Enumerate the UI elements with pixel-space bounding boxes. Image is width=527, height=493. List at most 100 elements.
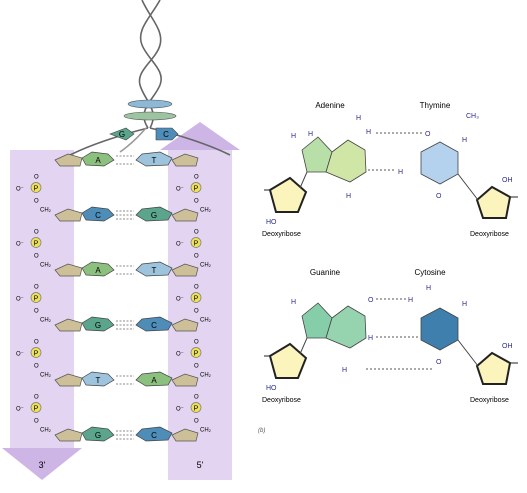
helix-pair-2 (123, 111, 177, 121)
thymine-sugar-label: Deoxyribose (470, 231, 509, 238)
cytosine-ring (420, 307, 459, 351)
thymine-name: Thymine (420, 101, 451, 110)
phosphate-ominus: O⁻ (176, 297, 184, 303)
adenine-pyrimidine-ring (325, 139, 367, 183)
phosphate-circle (30, 402, 42, 413)
ch2-label: CH₂ (40, 318, 52, 324)
cytosine-amine-h: H (408, 297, 413, 304)
phosphate-ominus: O⁻ (176, 187, 184, 193)
helix-base-g (109, 127, 135, 141)
right-base-label: G (151, 211, 157, 220)
left-sugar (54, 428, 83, 442)
left-strand-band (10, 150, 74, 448)
ch2-label: CH₂ (200, 263, 212, 269)
ladder-backbone: PO⁻OOCH₂PO⁻OOCH₂PO⁻OOCH₂PO⁻OOCH₂PO⁻OOCH₂… (16, 175, 212, 434)
right-strand-end-label: 5' (197, 460, 204, 470)
cytosine-amine-h2: H (426, 285, 431, 292)
thymine-sugar (475, 185, 512, 219)
left-base (81, 151, 115, 167)
left-sugar (54, 153, 83, 167)
phosphate-label: P (34, 351, 39, 358)
at-atom-labels: H H H H H O H O H CH₃ HO OH (266, 113, 513, 226)
phosphate-oxygen-top: O (194, 340, 199, 346)
phosphate-oxygen-bottom: O (34, 254, 39, 260)
thymine-ring (420, 141, 459, 185)
phosphate-circle (30, 182, 42, 193)
phosphate-oxygen-bottom: O (194, 309, 199, 315)
right-sugar (171, 208, 199, 222)
left-strand-arrow (2, 448, 82, 480)
helix-pair-1 (127, 99, 173, 109)
ch2-label: CH₂ (200, 373, 212, 379)
helix-flare-left (69, 127, 149, 156)
phosphate-ominus: O⁻ (176, 407, 184, 413)
ch2-label: CH₂ (40, 373, 52, 379)
phosphate-circle (30, 292, 42, 303)
guanine-o6: O (368, 297, 374, 304)
phosphate-circle (190, 292, 202, 303)
cytosine-h6: H (462, 301, 467, 308)
right-base (135, 316, 173, 332)
right-sugar (171, 263, 199, 277)
right-base-label: T (152, 156, 157, 165)
helix-strand-a (138, 0, 162, 129)
phosphate-oxygen-top: O (194, 285, 199, 291)
phosphate-oxygen-bottom: O (34, 364, 39, 370)
right-base-label: A (151, 376, 157, 385)
left-base (81, 206, 115, 222)
phosphate-circle (190, 237, 202, 248)
ch2-label: CH₂ (200, 428, 212, 434)
right-strand-tail (168, 448, 232, 480)
panel-label: (b) (258, 428, 265, 434)
right-base-label: T (152, 266, 157, 275)
cytosine-o2: O (436, 359, 442, 366)
left-base-label: A (95, 266, 101, 275)
left-base (81, 261, 115, 277)
phosphate-ominus: O⁻ (16, 352, 24, 358)
helix-base-g-label: G (119, 130, 125, 139)
helix-base-c-label: C (163, 130, 169, 139)
ch2-label: CH₂ (40, 263, 52, 269)
phosphate-label: P (34, 241, 39, 248)
left-base-label: A (95, 156, 101, 165)
phosphate-label: P (34, 296, 39, 303)
guanine-amine-h: H (342, 367, 347, 374)
phosphate-oxygen-top: O (194, 395, 199, 401)
adenine-amine-h: H (356, 115, 361, 122)
adenine-sugar (268, 176, 308, 213)
phosphate-circle (190, 347, 202, 358)
right-base (135, 206, 173, 222)
phosphate-oxygen-bottom: O (194, 199, 199, 205)
phosphate-circle (190, 402, 202, 413)
phosphate-circle (190, 182, 202, 193)
phosphate-oxygen-top: O (34, 175, 39, 181)
thymine-sugar-oh: OH (502, 177, 513, 184)
left-sugar (54, 208, 83, 222)
ch2-label: CH₂ (200, 208, 212, 214)
right-base (135, 151, 173, 167)
gc-atom-labels: H O H H H H O H HO OH (266, 285, 513, 392)
phosphate-oxygen-top: O (194, 230, 199, 236)
helix-top-pair: G C (109, 99, 179, 141)
left-base-label: T (96, 376, 101, 385)
phosphate-label: P (194, 351, 199, 358)
thymine-o2: O (436, 193, 442, 200)
guanine-glycosidic-bond (299, 337, 308, 355)
thymine-o4: O (425, 131, 431, 138)
guanine-h8: H (291, 299, 296, 306)
phosphate-oxygen-bottom: O (194, 419, 199, 425)
phosphate-ominus: O⁻ (16, 187, 24, 193)
phosphate-oxygen-bottom: O (194, 254, 199, 260)
right-sugar (171, 373, 199, 387)
ch2-label: CH₂ (40, 428, 52, 434)
thymine-methyl: CH₃ (466, 113, 479, 120)
phosphate-oxygen-top: O (34, 395, 39, 401)
